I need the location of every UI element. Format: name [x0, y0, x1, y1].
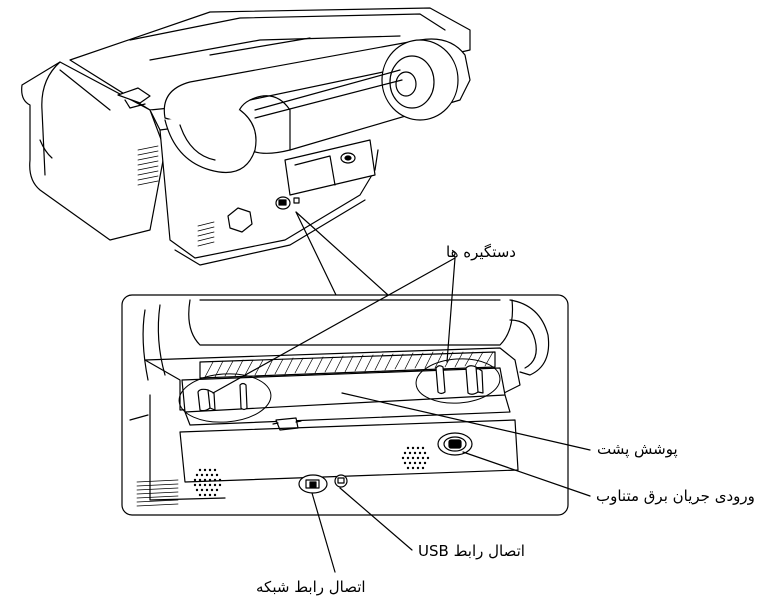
label-ac-inlet: ورودی جریان برق متناوب [596, 487, 755, 505]
hatched-strip [200, 352, 495, 378]
zoom-connector-lines [296, 212, 388, 295]
network-port [299, 475, 327, 493]
callout-leaders [213, 258, 590, 572]
label-rear-cover: پوشش پشت [597, 440, 678, 458]
right-vent-dots [401, 446, 430, 470]
left-handles [198, 384, 247, 411]
right-handles [436, 366, 483, 395]
left-vent-dots [193, 468, 222, 497]
ac-inlet [438, 433, 472, 455]
label-usb-port: اتصال رابط USB [418, 542, 525, 560]
usb-port [335, 475, 347, 487]
label-handles: دستگیره ها [446, 243, 516, 261]
detail-box [122, 295, 568, 515]
label-network-port: اتصال رابط شبکه [256, 578, 366, 596]
printer-illustration [22, 8, 470, 265]
